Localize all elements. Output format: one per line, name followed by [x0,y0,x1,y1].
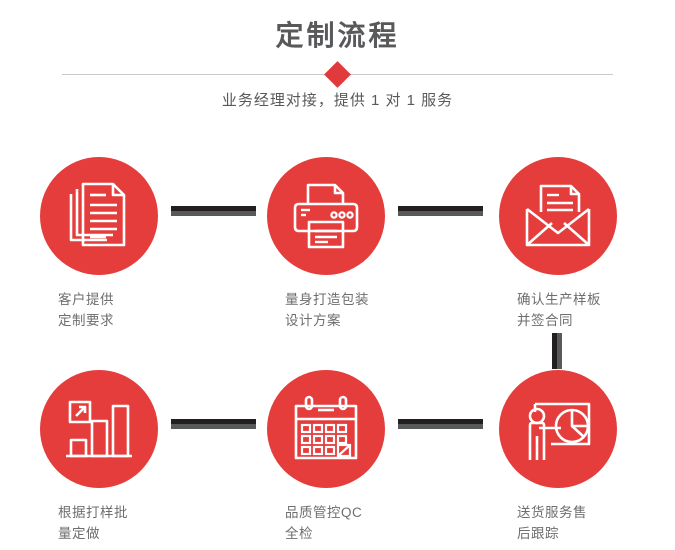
connector-step5-step6 [398,419,483,429]
connector-step3-step6 [552,333,562,369]
step-1-icon-circle [40,157,158,275]
calendar-check-icon [294,395,358,460]
diamond-icon [324,61,351,88]
step-4-label: 根据打样批 量定做 [58,505,128,541]
presenter-pie-chart-icon [528,402,591,460]
process-step-3[interactable]: 确认生产样板 并签合同 [499,157,659,331]
step-1-label: 客户提供 定制要求 [58,292,114,328]
connector-bar-dark [398,206,483,211]
connector-bar-dark [171,206,256,211]
step-2-label: 量身打造包装 设计方案 [285,292,369,328]
process-step-2[interactable]: 量身打造包装 设计方案 [267,157,427,331]
open-envelope-letter-icon [525,184,591,247]
process-step-6[interactable]: 送货服务售 后跟踪 [499,370,659,544]
process-step-4[interactable]: 根据打样批 量定做 [40,370,200,544]
connector-bar-gray [398,211,483,216]
connector-bar-gray [171,211,256,216]
step-3-icon-circle [499,157,617,275]
connector-step1-step2 [171,206,256,216]
process-step-1[interactable]: 客户提供 定制要求 [40,157,200,331]
step-2-icon-circle [267,157,385,275]
connector-step2-step3 [398,206,483,216]
connector-bar-dark [552,333,557,369]
step-3-label: 确认生产样板 并签合同 [517,292,601,328]
bar-chart-growth-icon [66,400,132,458]
step-6-icon-circle [499,370,617,488]
documents-stack-icon [69,182,126,247]
connector-bar-dark [398,419,483,424]
step-5-label: 品质管控QC 全检 [285,505,363,541]
printer-icon [293,183,359,249]
connector-bar-dark [171,419,256,424]
connector-bar-gray [171,424,256,429]
step-5-icon-circle [267,370,385,488]
header: 定制流程 业务经理对接，提供 1 对 1 服务 [0,0,675,130]
connector-bar-gray [557,333,562,369]
process-step-5[interactable]: 品质管控QC 全检 [267,370,427,544]
connector-step4-step5 [171,419,256,429]
step-6-label: 送货服务售 后跟踪 [517,505,587,541]
step-4-icon-circle [40,370,158,488]
page-title: 定制流程 [275,20,400,51]
title-divider [0,61,675,88]
connector-bar-gray [398,424,483,429]
page-subtitle: 业务经理对接，提供 1 对 1 服务 [221,92,454,109]
